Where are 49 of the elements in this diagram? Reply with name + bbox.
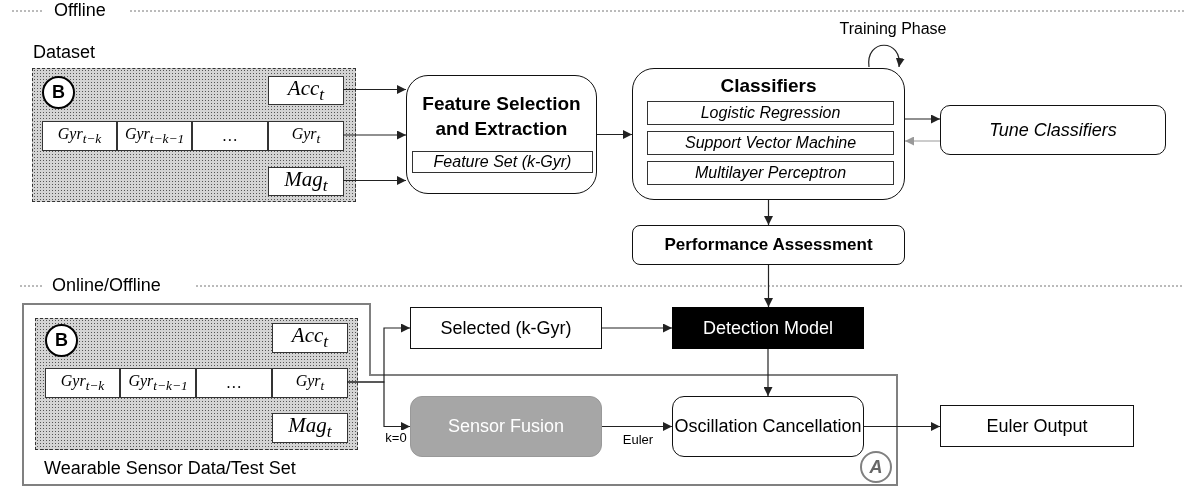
method-box: Logistic Regression: [647, 101, 894, 125]
classifier-box: [632, 68, 905, 200]
arrow: [342, 85, 407, 94]
process-box: Tune Classifiers: [940, 105, 1166, 155]
signal-cell: Gyr$_{t−k−1}$: [117, 121, 192, 151]
edge-label: k=0: [385, 430, 407, 445]
model-box: Detection Model: [672, 307, 864, 349]
arrow: [904, 136, 941, 146]
output-box: Euler Output: [940, 405, 1134, 447]
edge-label: Euler: [622, 432, 654, 447]
signal-cell: Gyr$_{t−k−1}$: [120, 368, 196, 398]
process-box: Sensor Fusion: [410, 396, 602, 457]
signal-cell: Gyr$_{t}$: [268, 121, 344, 151]
signal-cell: Mag$_{t}$: [272, 413, 348, 443]
box-title: Feature Selection and Extraction: [421, 92, 582, 141]
arrow: [764, 264, 773, 308]
process-box: Performance Assessment: [632, 225, 905, 265]
process-box: Selected (k-Gyr): [410, 307, 602, 349]
box-title: Classifiers: [719, 75, 818, 97]
process-box: [406, 75, 597, 194]
signal-cell: …: [196, 368, 272, 398]
method-box: Support Vector Machine: [647, 131, 894, 155]
signal-cell: Gyr$_{t−k}$: [45, 368, 120, 398]
signal-cell: Acc$_{t}$: [268, 76, 344, 105]
arrow: [601, 323, 673, 333]
edge-label: Training Phase: [839, 20, 947, 38]
arrow: [346, 381, 411, 431]
arrow: [342, 130, 407, 140]
method-box: Multilayer Perceptron: [647, 161, 894, 185]
panel-heading: Wearable Sensor Data/Test Set: [44, 458, 296, 479]
signal-cell: Gyr$_{t}$: [272, 368, 348, 398]
feature-set-box: Feature Set (k-Gyr): [412, 151, 593, 173]
signal-cell: Mag$_{t}$: [268, 167, 344, 196]
arrow: [904, 114, 941, 124]
arrow: [596, 130, 633, 139]
panel-heading: Dataset: [33, 42, 96, 63]
arrow: [863, 422, 941, 431]
signal-cell: Acc$_{t}$: [272, 323, 348, 353]
arrow: [342, 176, 407, 185]
signal-cell: Gyr$_{t−k}$: [42, 121, 117, 151]
label-circle: B: [45, 324, 78, 357]
label-circle: B: [42, 76, 75, 109]
process-box: Oscillation Cancellation: [672, 396, 864, 457]
signal-cell: …: [192, 121, 268, 151]
arrow: [601, 422, 673, 431]
loop-arrow: [868, 44, 904, 68]
arrow: [763, 348, 773, 397]
arrow: [764, 199, 773, 226]
label-circle: A: [860, 451, 892, 483]
